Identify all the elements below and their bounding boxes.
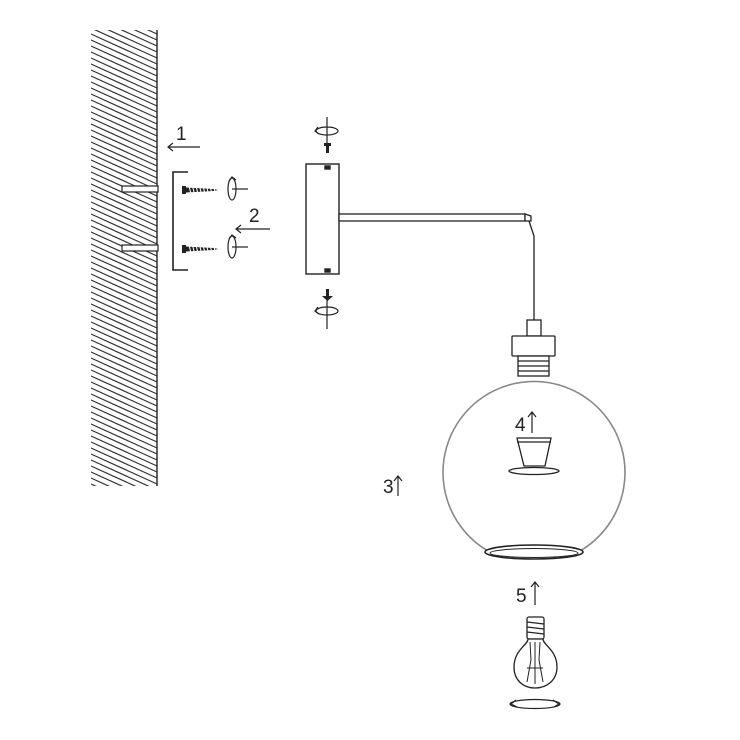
step-1-label: 1 — [176, 124, 187, 145]
power-cable — [528, 220, 535, 326]
screw-group-bracket — [172, 171, 188, 271]
wall-plug-bottom — [121, 244, 159, 252]
screw-icon — [324, 143, 331, 153]
step-4-label: 4 — [515, 415, 526, 436]
lamp-socket — [511, 319, 556, 377]
arrow-icon — [167, 142, 200, 152]
arrow-icon — [530, 581, 540, 605]
screw-icon — [182, 244, 218, 254]
rotate-arrow-icon — [314, 297, 339, 329]
rotate-arrow-icon — [509, 698, 561, 710]
step-5: 5 — [516, 581, 540, 607]
step-3: 3 — [383, 475, 403, 498]
rotate-arrow-icon — [227, 234, 248, 259]
screw-icon — [182, 185, 218, 195]
step-3-label: 3 — [383, 477, 394, 498]
shade-ring — [508, 437, 560, 476]
light-bulb-icon — [513, 616, 558, 689]
globe-shade — [442, 380, 626, 560]
lamp-arm — [338, 213, 532, 222]
step-5-label: 5 — [516, 586, 527, 607]
arrow-icon — [527, 411, 537, 433]
step-1: 1 — [167, 124, 200, 152]
step-2: 2 — [235, 206, 270, 234]
rotate-arrow-icon — [227, 176, 248, 201]
wall-hatch — [91, 30, 157, 486]
arrow-icon — [393, 475, 403, 496]
wall-plug-top — [121, 185, 159, 193]
step-2-label: 2 — [249, 206, 260, 227]
wall — [91, 30, 158, 486]
mounting-plate — [305, 163, 340, 275]
arrow-icon — [235, 224, 270, 234]
step-4: 4 — [515, 411, 537, 436]
